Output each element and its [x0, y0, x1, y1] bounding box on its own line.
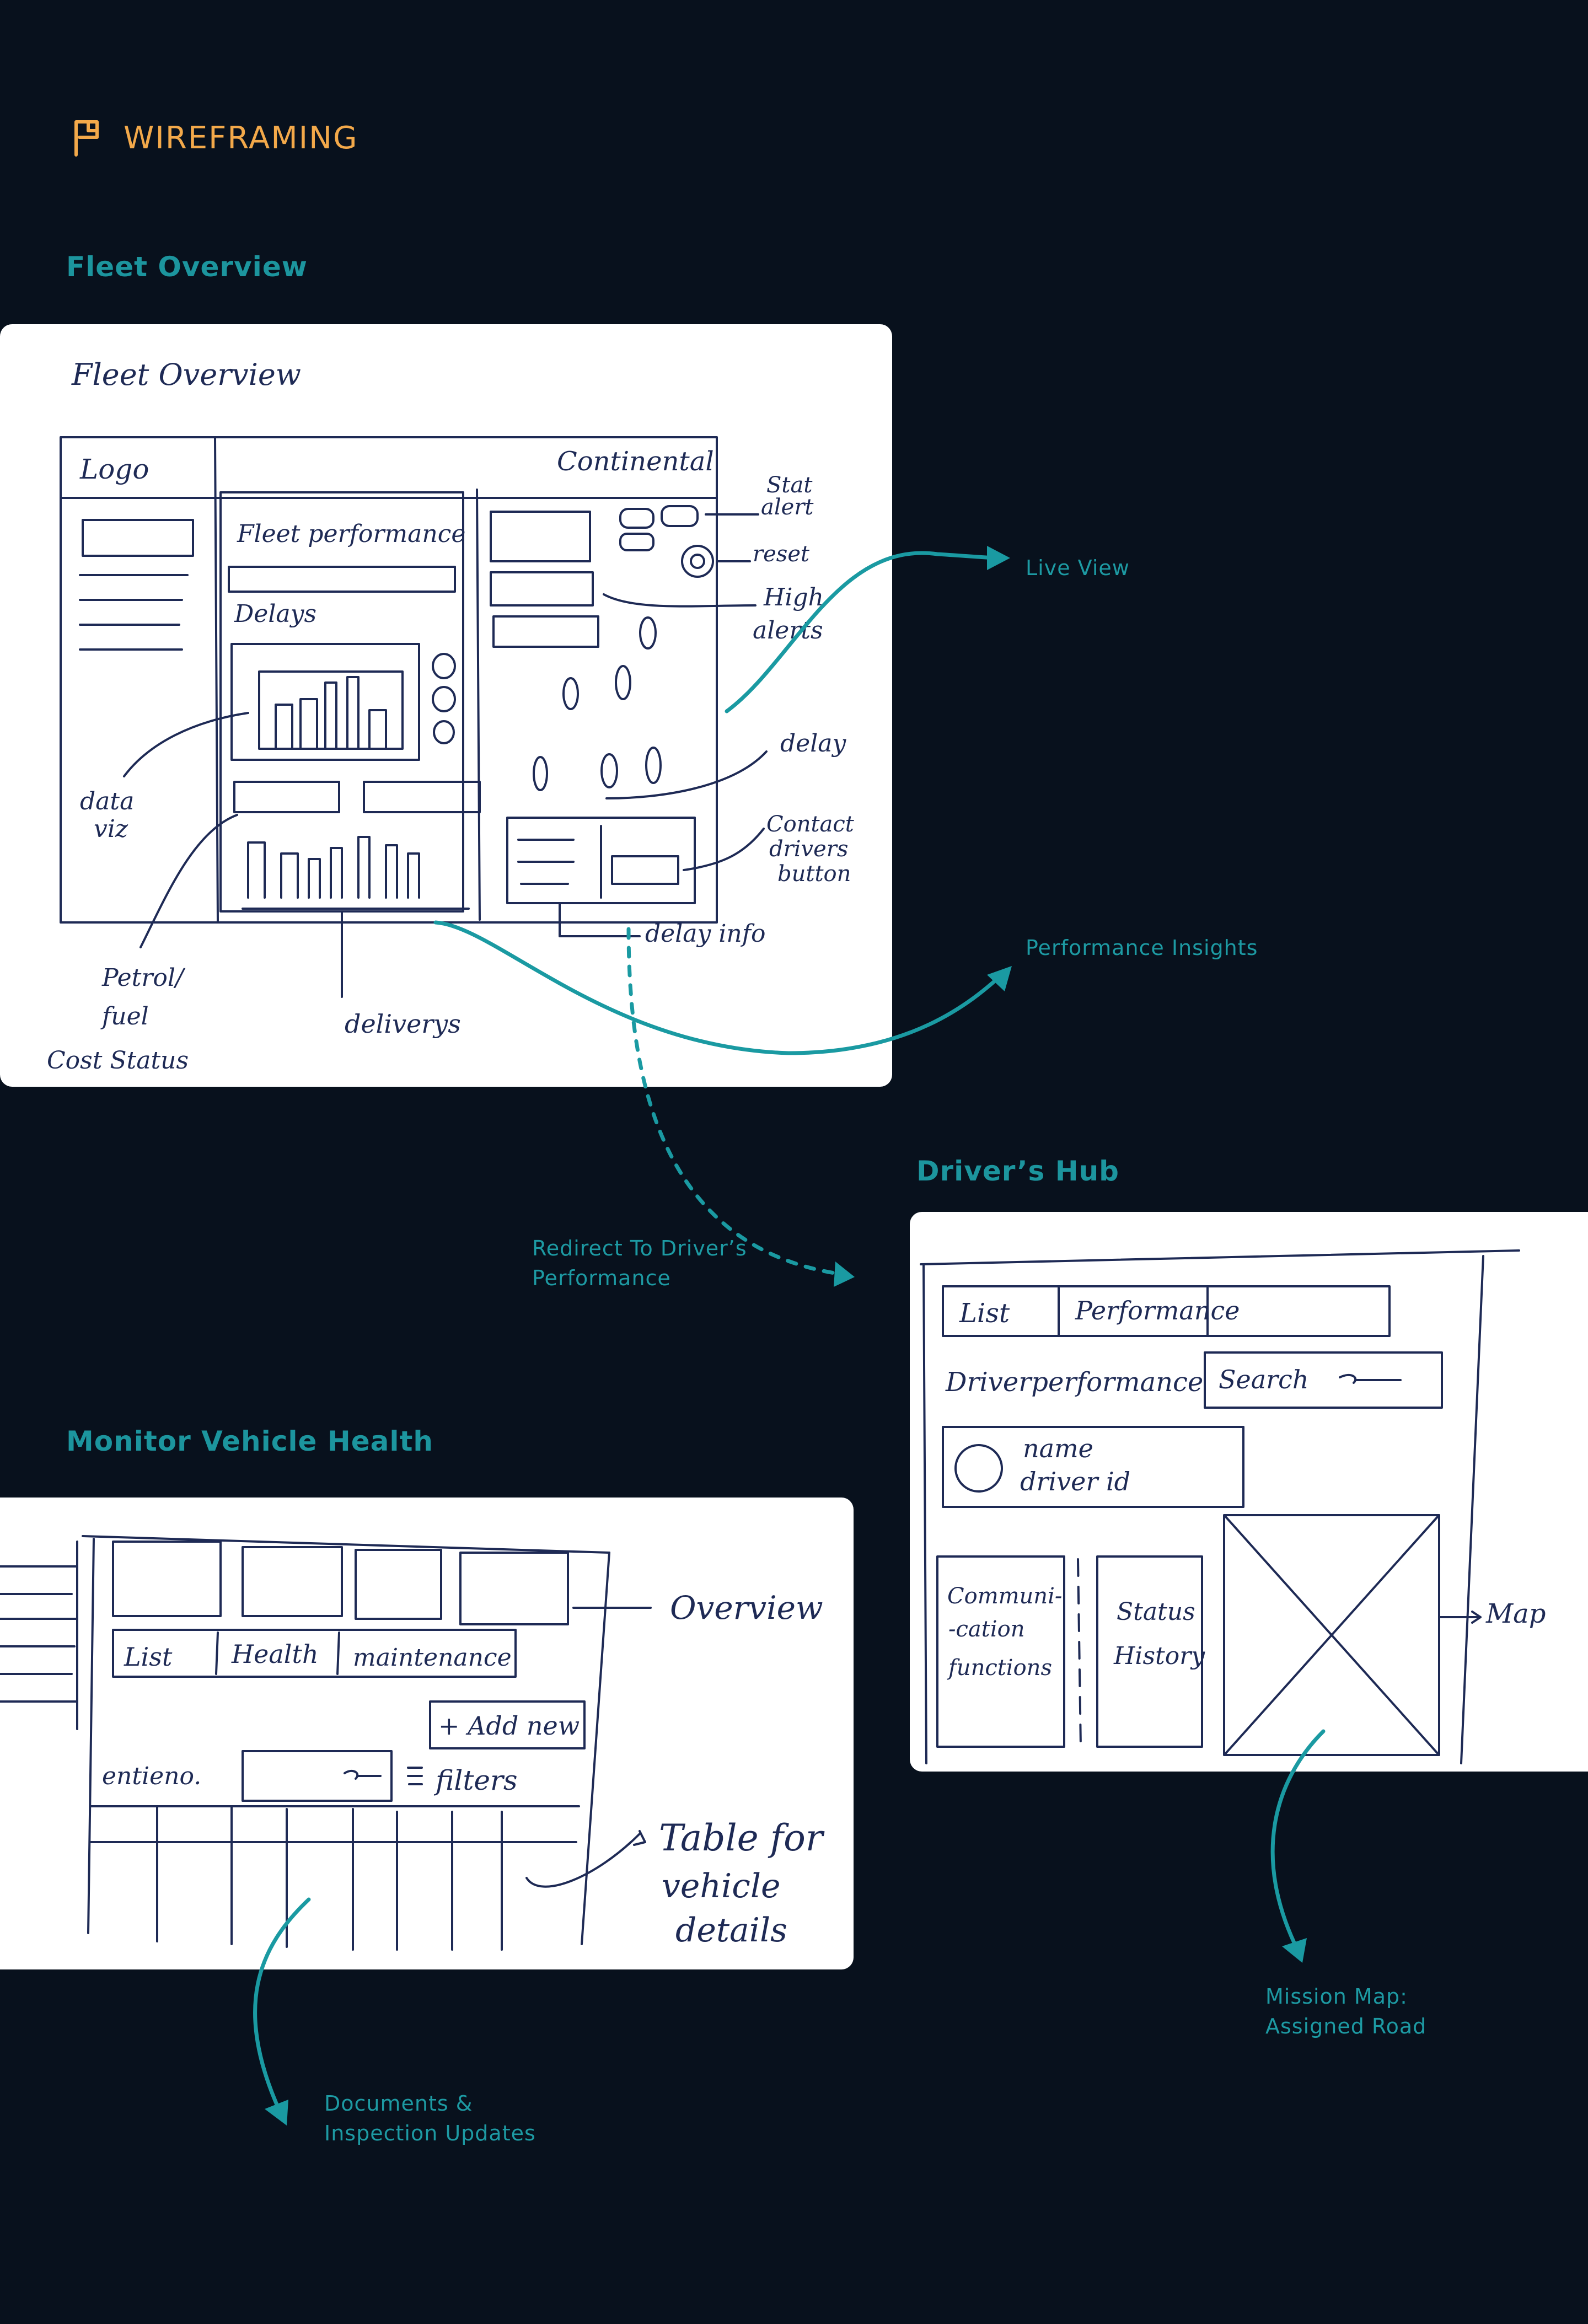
svg-text:button: button	[777, 861, 851, 887]
svg-text:Communi-: Communi-	[947, 1584, 1062, 1609]
svg-text:Overview: Overview	[670, 1589, 823, 1627]
svg-text:Health: Health	[231, 1639, 319, 1669]
redirect-label: Redirect To Driver’s Performance	[532, 1236, 747, 1290]
sketch-title: Fleet Overview	[71, 357, 301, 392]
svg-text:vehicle: vehicle	[662, 1867, 781, 1906]
drivers-hub-title: Driver’s Hub	[916, 1155, 1119, 1187]
svg-text:alerts: alerts	[753, 616, 823, 645]
svg-text:viz: viz	[94, 815, 128, 843]
svg-text:fuel: fuel	[100, 1002, 149, 1030]
svg-text:List: List	[959, 1298, 1010, 1329]
vehicle-health-sketch: Overview List Health maintenance + Add n…	[0, 1498, 854, 1969]
svg-text:entieno.: entieno.	[102, 1762, 201, 1790]
fleet-overview-title: Fleet Overview	[66, 251, 308, 283]
svg-text:functions: functions	[947, 1655, 1052, 1681]
svg-text:Contact: Contact	[766, 812, 855, 837]
svg-text:Performance: Performance	[1075, 1296, 1240, 1325]
svg-text:Continental: Continental	[557, 446, 714, 477]
svg-text:-cation: -cation	[948, 1617, 1024, 1642]
svg-text:Table for: Table for	[659, 1817, 825, 1859]
svg-text:delay: delay	[780, 729, 847, 758]
svg-text:Delays: Delays	[234, 600, 316, 628]
svg-text:Logo: Logo	[79, 453, 149, 485]
flag-icon	[74, 120, 99, 157]
svg-text:drivers: drivers	[769, 836, 848, 862]
svg-text:Status: Status	[1117, 1598, 1195, 1626]
svg-text:Map: Map	[1485, 1598, 1546, 1629]
svg-text:Stat: Stat	[766, 473, 813, 498]
vehicle-health-title: Monitor Vehicle Health	[66, 1425, 433, 1457]
svg-text:details: details	[675, 1911, 787, 1950]
svg-text:reset: reset	[753, 541, 810, 567]
drivers-hub-sketch: List Performance Driverperformance Searc…	[910, 1212, 1588, 1772]
documents-label: Documents & Inspection Updates	[324, 2091, 536, 2145]
mission-map-label: Mission Map: Assigned Road	[1265, 1984, 1427, 2038]
svg-text:maintenance: maintenance	[353, 1644, 512, 1672]
svg-text:Search: Search	[1219, 1365, 1309, 1394]
svg-text:name: name	[1023, 1434, 1093, 1463]
svg-text:+ Add new: + Add new	[438, 1711, 580, 1741]
svg-text:History: History	[1113, 1642, 1205, 1670]
svg-text:Fleet performance: Fleet performance	[237, 520, 465, 548]
svg-text:Cost Status: Cost Status	[47, 1046, 189, 1075]
performance-insights-label: Performance Insights	[1026, 936, 1258, 960]
svg-text:delay info: delay info	[645, 920, 766, 948]
svg-text:filters: filters	[433, 1764, 518, 1796]
svg-text:High: High	[763, 583, 824, 611]
page-title: WIREFRAMING	[124, 120, 358, 156]
svg-text:Driverperformance: Driverperformance	[945, 1367, 1203, 1398]
page-header: WIREFRAMING	[72, 119, 358, 157]
svg-text:List: List	[124, 1642, 173, 1672]
svg-text:deliverys: deliverys	[345, 1009, 461, 1039]
svg-text:driver id: driver id	[1020, 1467, 1130, 1496]
svg-text:data: data	[80, 787, 134, 815]
live-view-label: Live View	[1026, 556, 1130, 580]
svg-text:alert: alert	[761, 495, 814, 520]
fleet-overview-sketch: Fleet Overview Logo Continental Fleet pe…	[0, 324, 892, 1087]
svg-text:Petrol/: Petrol/	[101, 964, 186, 992]
